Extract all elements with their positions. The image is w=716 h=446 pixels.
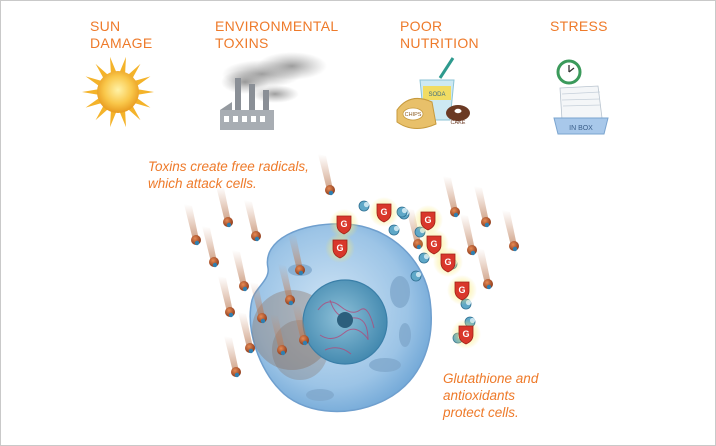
sun-ray	[134, 76, 151, 86]
free-radical	[202, 226, 219, 268]
glutathione-shield: G	[451, 319, 481, 349]
free-radical	[224, 336, 241, 378]
glutathione-letter: G	[444, 257, 451, 267]
label-environmental-toxins: ENVIRONMENTAL TOXINS	[215, 18, 339, 51]
caption-free-radicals: Toxins create free radicals, which attac…	[148, 159, 309, 191]
nucleus	[302, 279, 388, 365]
free-radicals	[184, 154, 519, 378]
glutathione-letter: G	[380, 207, 387, 217]
sun-ray	[85, 98, 102, 108]
sun-ray	[119, 56, 126, 74]
free-radical	[218, 276, 235, 318]
free-radical	[216, 186, 233, 228]
glutathione-letter: G	[424, 215, 431, 225]
sun-ray	[95, 63, 108, 79]
antioxidant-molecule	[358, 200, 370, 212]
glutathione-shield: G	[329, 209, 359, 239]
clock-inbox-icon: IN BOX	[553, 59, 609, 135]
glutathione-shield: G	[369, 197, 399, 227]
free-radical	[244, 200, 261, 242]
glutathione-letter: G	[340, 219, 347, 229]
sun-ray	[128, 105, 141, 121]
soda-label: SODA	[428, 92, 445, 98]
sun-icon	[82, 56, 154, 128]
glutathione-letter: G	[458, 285, 465, 295]
junk-food-icon: SODA CHIPS CAKE	[396, 57, 470, 129]
free-radical	[318, 154, 335, 196]
sun-ray	[119, 110, 126, 128]
cake-label: CAKE	[451, 120, 466, 126]
sun-ray	[110, 110, 117, 128]
glutathione-shield: G	[447, 275, 477, 305]
free-radical	[250, 282, 267, 324]
free-radical	[443, 176, 460, 218]
free-radical	[238, 312, 255, 354]
label-sun-damage: SUN DAMAGE	[90, 18, 153, 51]
label-stress: STRESS	[550, 18, 608, 34]
sun-ray	[134, 98, 151, 108]
sun-ray	[110, 56, 117, 74]
factory-smoke-icon	[220, 52, 327, 130]
free-radical	[288, 234, 305, 276]
sun-ray	[128, 63, 141, 79]
caption-glutathione: Glutathione and antioxidants protect cel…	[443, 371, 539, 420]
chips-label: CHIPS	[405, 112, 422, 118]
antioxidant-molecule	[388, 224, 400, 236]
free-radical	[502, 210, 519, 252]
antioxidant-molecule	[396, 206, 408, 218]
sun-ray	[137, 89, 154, 95]
free-radical	[476, 248, 493, 290]
antioxidant-molecule	[410, 270, 422, 282]
free-radical	[184, 204, 201, 246]
glutathione-letter: G	[430, 239, 437, 249]
free-radical	[460, 214, 477, 256]
sun-ray	[85, 76, 102, 86]
glutathione-shield: G	[325, 233, 355, 263]
free-radical	[270, 314, 287, 356]
inbox-label: IN BOX	[569, 125, 593, 132]
glutathione-shield: G	[413, 205, 443, 235]
glutathione-letter: G	[462, 329, 469, 339]
free-radical	[474, 186, 491, 228]
glutathione-shield: G	[433, 247, 463, 277]
sun-ray	[95, 105, 108, 121]
glutathione-letter: G	[336, 243, 343, 253]
free-radical	[232, 250, 249, 292]
label-poor-nutrition: POOR NUTRITION	[400, 18, 479, 51]
sun-ray	[82, 89, 99, 95]
free-radical	[292, 304, 309, 346]
